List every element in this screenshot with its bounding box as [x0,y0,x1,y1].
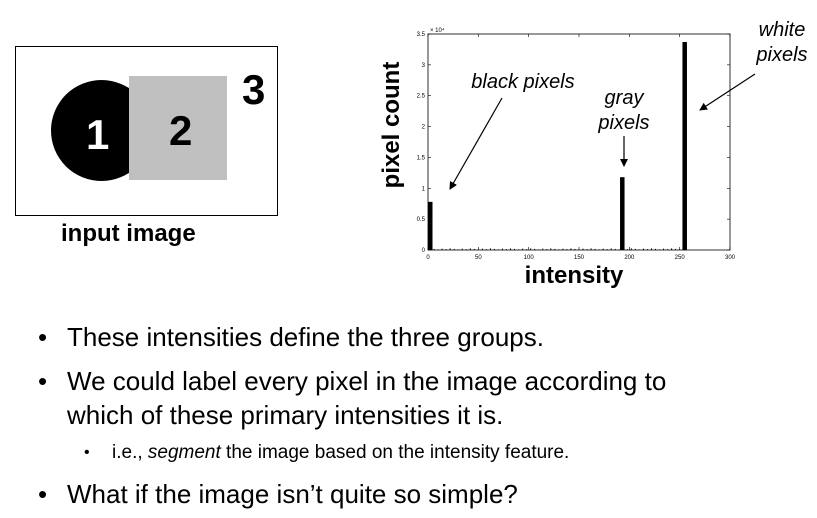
intensity-histogram: 0 0.5 1 1.5 2 2.5 3 3.5 0 50 100 150 200 250 300 × 10… [378,19,808,289]
histogram-bar [620,177,625,250]
y-axis-multiplier: × 10⁴ [430,27,445,34]
y-tick-label: 3 [422,63,426,69]
annotation-label: white pixels [755,19,807,66]
bullet-marker: • [38,322,48,352]
region-label-1: 1 [86,111,110,158]
y-tick-label: 3.5 [417,32,426,38]
annotation-line: pixels [597,112,649,134]
x-tick-label: 250 [675,255,686,261]
x-tick-label: 300 [725,255,736,261]
annotation-line: pixels [755,44,807,66]
y-tick-label: 2.5 [417,94,426,100]
y-axis-label: pixel count [378,62,405,189]
annotation-arrow [699,73,756,111]
y-tick-label: 1 [422,186,426,192]
y-tick-label: 1.5 [417,155,426,161]
histogram-bar [682,42,687,250]
annotation-arrow [449,97,503,190]
bullet-text: What if the image isn’t quite so simple? [67,479,518,509]
bullet-text-continuation: which of these primary intensities it is… [67,400,504,430]
x-tick-label: 150 [574,255,585,261]
bullet-marker: • [38,366,48,396]
annotation-label: black pixels [471,71,574,93]
bullet-text: These intensities define the three group… [67,322,544,352]
annotation-label: gray pixels [597,87,649,134]
sub-bullet-rest: the image based on the intensity feature… [220,442,570,463]
x-axis-label: intensity [525,262,624,289]
annotation-line: gray [605,87,645,109]
sub-bullet-text: i.e., segment the image based on the int… [112,440,569,466]
y-tick-label: 0.5 [417,217,426,223]
gray-square-region [129,76,227,180]
x-tick-label: 200 [624,255,635,261]
x-tick-label: 0 [426,255,430,261]
x-tick-label: 50 [475,255,482,261]
sub-bullet-prefix: i.e., [112,442,148,463]
histogram-bar [428,201,433,250]
y-tick-label: 2 [422,125,426,131]
annotation-line: black pixels [471,71,574,93]
sub-bullet-marker: • [84,444,90,461]
input-image-label: input image [61,220,196,247]
input-image: 1 2 3 [15,46,278,216]
x-tick-label: 100 [524,255,535,261]
region-label-3: 3 [242,66,266,113]
region-label-2: 2 [169,107,193,154]
bullet-text: We could label every pixel in the image … [67,366,667,396]
y-tick-label: 0 [422,248,426,254]
annotation-line: white [759,19,806,41]
bullet-marker: • [38,479,48,509]
sub-bullet-emphasis: segment [147,442,221,463]
